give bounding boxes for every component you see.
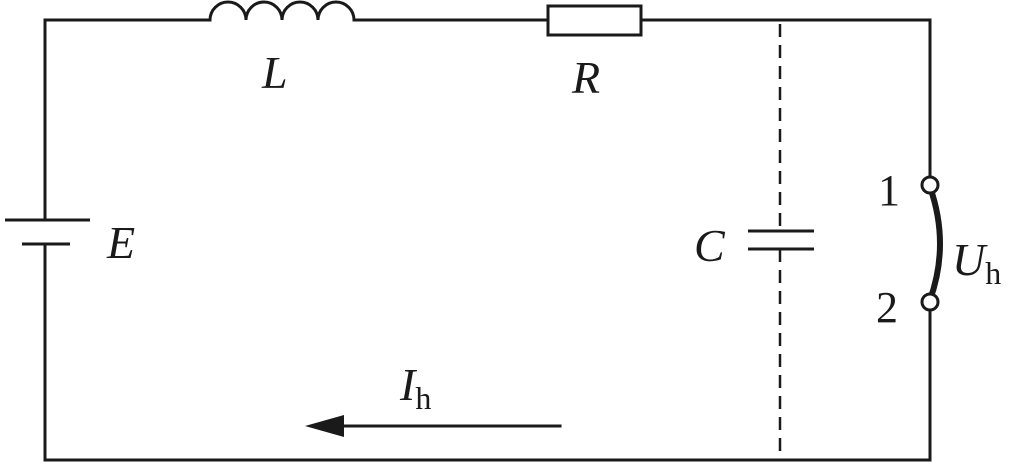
voltage-label-sub: h	[985, 255, 1001, 291]
wire-top-right	[639, 18, 932, 180]
voltage-label-main: U	[952, 234, 988, 285]
inductor	[208, 0, 356, 22]
resistor-label: R	[571, 52, 600, 103]
terminal-arc	[927, 186, 943, 302]
source-label: E	[106, 217, 135, 268]
current-label: Ih	[399, 359, 431, 416]
capacitor-label: C	[694, 220, 726, 271]
current-label-sub: h	[415, 380, 431, 416]
inductor-label: L	[261, 47, 288, 98]
wire-left-bottom	[43, 242, 932, 462]
resistor	[546, 4, 643, 37]
wire-left-top	[43, 18, 212, 222]
voltage-label: Uh	[952, 234, 1001, 291]
terminal-1-circle	[920, 175, 940, 195]
terminal-1-label: 1	[878, 166, 900, 215]
current-label-main: I	[399, 359, 418, 410]
terminal-2-circle	[920, 292, 940, 312]
terminal-2-label: 2	[876, 283, 898, 332]
current-arrow-head	[305, 415, 344, 437]
